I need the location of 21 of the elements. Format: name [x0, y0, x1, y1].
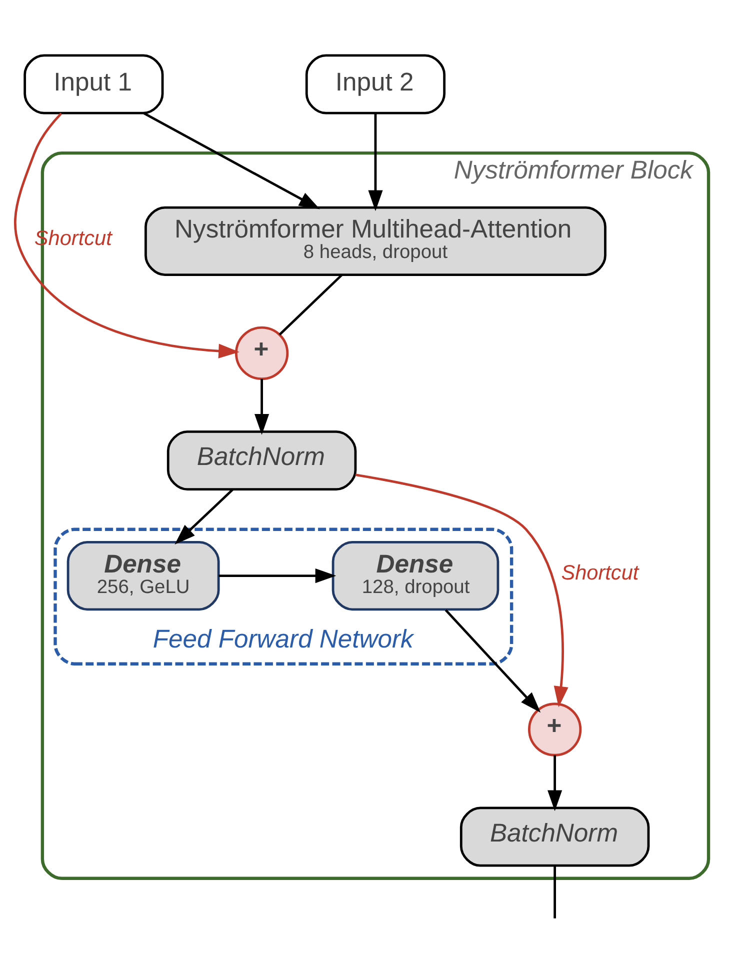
arrow	[14, 112, 240, 358]
node-circle: +	[528, 702, 582, 756]
node-box: Input 1	[24, 54, 164, 114]
node-circle: +	[234, 326, 289, 380]
node-box: Input 2	[305, 54, 446, 114]
arrow	[143, 112, 320, 209]
connector	[278, 273, 343, 335]
arrow	[174, 488, 234, 544]
arrow	[548, 754, 562, 811]
arrow	[218, 568, 336, 583]
arrow	[254, 378, 270, 434]
edge-label: Shortcut	[561, 561, 639, 584]
node-box: BatchNorm	[166, 430, 357, 490]
connector	[554, 865, 556, 918]
arrow	[355, 473, 568, 707]
node-box: BatchNorm	[460, 806, 650, 866]
arrow	[368, 112, 383, 211]
arrow	[444, 608, 541, 712]
node-box: Dense 256, GeLU	[66, 540, 220, 610]
node-box: Dense 128, dropout	[332, 540, 500, 610]
node-box: Nyströmformer Multihead-Attention 8 heads, dropout	[144, 206, 606, 276]
